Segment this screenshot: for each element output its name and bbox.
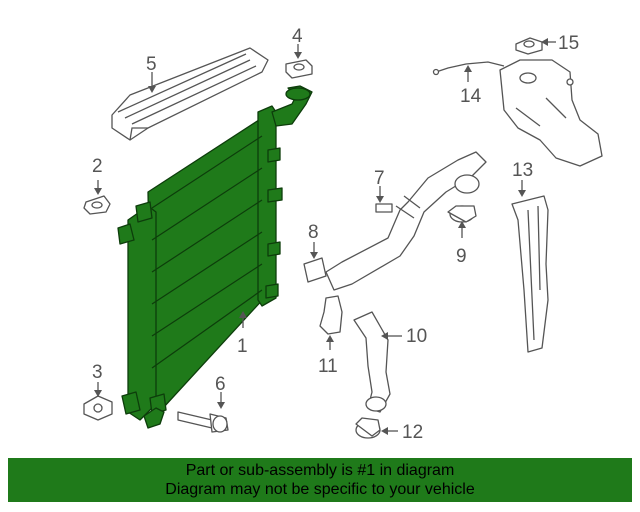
callout-6: 6 (215, 374, 226, 395)
callout-7: 7 (374, 168, 385, 189)
callout-10: 10 (406, 326, 427, 347)
part-5-air-deflector[interactable] (111, 47, 269, 141)
part-7-upper-hose[interactable] (325, 151, 487, 291)
coolant-reservoir[interactable] (499, 59, 603, 167)
part-14-overflow-hose[interactable] (432, 61, 505, 76)
part-12-hose-clamp[interactable] (355, 417, 381, 439)
callout-5: 5 (146, 54, 157, 75)
banner-line-1: Part or sub-assembly is #1 in diagram (185, 462, 455, 479)
callout-13: 13 (512, 160, 533, 181)
callout-4: 4 (292, 26, 303, 47)
callout-8: 8 (308, 222, 319, 243)
parts-diagram: 5 4 1 2 (83, 26, 603, 443)
part-8-hose-clamp[interactable] (303, 257, 327, 283)
part-info-banner: Part or sub-assembly is #1 in diagram Di… (8, 458, 632, 502)
callout-9: 9 (456, 246, 467, 267)
part-4-upper-isolator[interactable] (285, 59, 313, 79)
part-9-hose-clamp[interactable] (447, 205, 477, 223)
callout-11: 11 (318, 356, 338, 377)
callout-3: 3 (92, 362, 103, 383)
part-15-pressure-cap[interactable] (515, 37, 543, 55)
callout-14: 14 (460, 86, 482, 107)
part-10-lower-hose[interactable] (353, 311, 391, 413)
banner-line-2: Diagram may not be specific to your vehi… (165, 481, 475, 498)
part-6-bolt[interactable] (177, 411, 229, 433)
part-1-radiator[interactable] (117, 85, 313, 429)
part-13-side-baffle[interactable] (511, 195, 549, 353)
part-3-isolator[interactable] (83, 395, 113, 421)
callout-12: 12 (402, 422, 423, 443)
part-11-bracket[interactable] (319, 295, 343, 335)
callout-1: 1 (237, 336, 248, 357)
part-2-isolator[interactable] (83, 195, 111, 215)
callout-2: 2 (92, 156, 103, 177)
callout-15: 15 (558, 33, 579, 54)
